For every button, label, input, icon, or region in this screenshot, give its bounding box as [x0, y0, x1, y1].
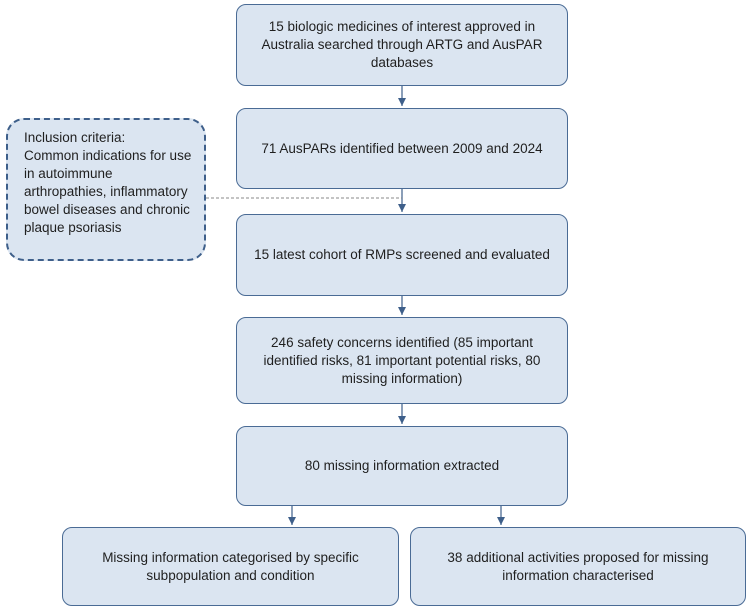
box-missing-information-categorised: Missing information categorised by speci…	[62, 527, 399, 606]
box-biologic-medicines-text: 15 biologic medicines of interest approv…	[261, 19, 543, 70]
box-additional-activities-text: 38 additional activities proposed for mi…	[447, 549, 709, 583]
box-additional-activities: 38 additional activities proposed for mi…	[410, 527, 746, 606]
box-auspars-identified-text: 71 AusPARs identified between 2009 and 2…	[261, 140, 543, 156]
box-safety-concerns-text: 246 safety concerns identified (85 impor…	[263, 334, 541, 386]
box-safety-concerns: 246 safety concerns identified (85 impor…	[236, 317, 568, 404]
box-auspars-identified: 71 AusPARs identified between 2009 and 2…	[236, 108, 568, 189]
box-missing-information-extracted-text: 80 missing information extracted	[304, 458, 500, 473]
box-missing-information-extracted: 80 missing information extracted	[236, 426, 568, 506]
box-rmps-screened-text: 15 latest cohort of RMPs screened and ev…	[254, 247, 550, 262]
inclusion-criteria-box: Inclusion criteria: Common indications f…	[6, 118, 206, 261]
box-biologic-medicines: 15 biologic medicines of interest approv…	[236, 4, 568, 86]
box-rmps-screened: 15 latest cohort of RMPs screened and ev…	[236, 214, 568, 296]
inclusion-criteria-text: Common indications for use in autoimmune…	[24, 148, 192, 235]
box-missing-information-categorised-text: Missing information categorised by speci…	[102, 549, 359, 583]
inclusion-criteria-heading: Inclusion criteria:	[24, 130, 126, 145]
